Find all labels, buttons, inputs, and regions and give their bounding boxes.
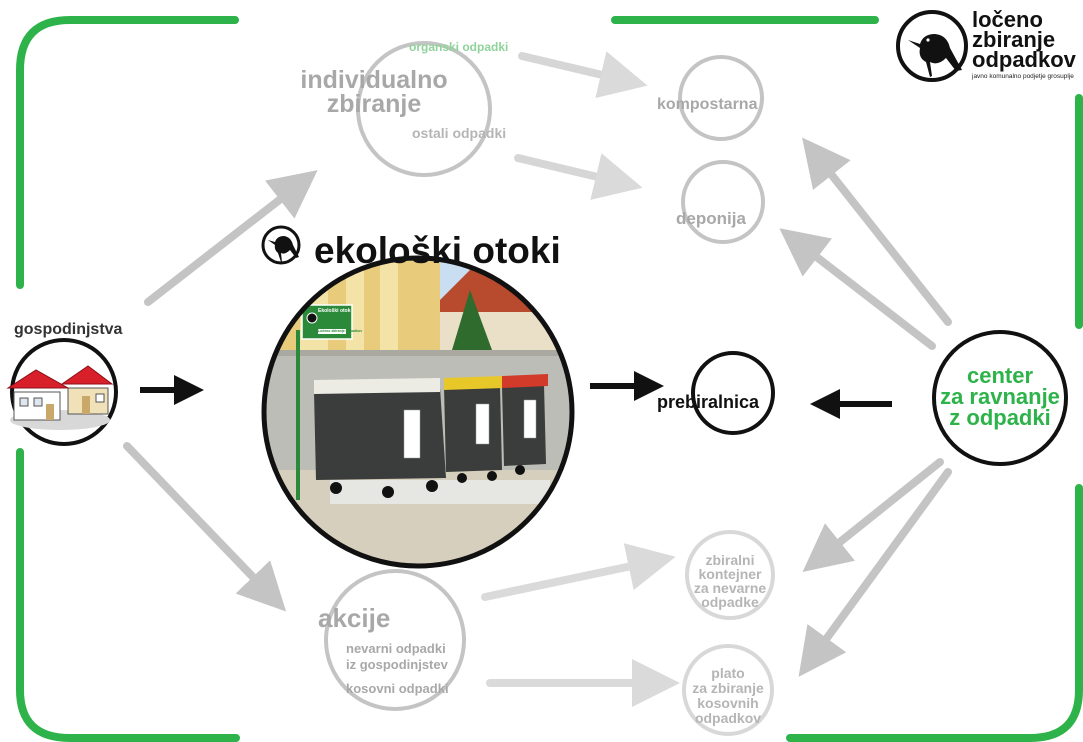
eco-photo-frame (261, 255, 575, 569)
label-bulky-plato: plato za zbiranje kosovnih odpadkov (666, 666, 790, 726)
arrow-other-to-landfill (514, 153, 643, 200)
logo-circle (896, 10, 968, 82)
label-center: center za ravnanje z odpadki (916, 363, 1083, 430)
label-hazardous-line-2: iz gospodinjstev (346, 657, 448, 672)
logo-subtitle: javno komunalno podjetje grosuplje (972, 73, 1074, 80)
label-hazard-container-line-1: zbiralni (705, 552, 755, 568)
label-landfill: deponija (676, 209, 746, 228)
green-frame (16, 16, 1083, 742)
label-compost: kompostarna (657, 96, 758, 113)
label-center-line-3: z odpadki (949, 405, 1051, 430)
label-individual: individualno zbiranje (270, 66, 478, 118)
label-bulky-waste: kosovni odpadki (346, 681, 449, 696)
logo-title-line-1: ločeno (972, 7, 1043, 32)
arrow-households-to-individual (144, 170, 318, 306)
logo-title-line-2: zbiranje (972, 27, 1056, 52)
black-arrows (140, 371, 892, 419)
node-circles (10, 10, 1068, 736)
circle-center (932, 330, 1068, 466)
label-individual-line-2: zbiranje (326, 90, 422, 118)
label-hazardous-line-1: nevarni odpadki (346, 641, 446, 656)
circle-landfill (681, 160, 765, 244)
label-households: gospodinjstva (14, 321, 123, 338)
logo-title-line-3: odpadkov (972, 47, 1076, 72)
circle-individual (356, 41, 492, 177)
circle-households (10, 338, 118, 446)
arrow-center-to-container (802, 458, 944, 572)
label-hazard-container-line-2: kontejner (698, 566, 762, 582)
houses-icon (6, 365, 114, 430)
arrow-center-to-compost (802, 137, 952, 326)
arrow-organic-to-compost (518, 51, 648, 98)
circle-compost (678, 55, 764, 141)
label-hazardous-household: nevarni odpadki iz gospodinjstev (346, 641, 448, 673)
label-hazard-container-line-3: za nevarne (693, 580, 767, 596)
label-bulky-plato-line-1: plato (711, 665, 745, 681)
eco-bird-circle (261, 225, 301, 265)
label-individual-line-1: individualno (300, 66, 448, 94)
flow-arrows (123, 51, 952, 707)
label-eco-islands: ekološki otoki (314, 230, 561, 271)
circle-actions (324, 569, 466, 711)
label-bulky-plato-line-2: za zbiranje (692, 680, 764, 696)
label-center-line-2: za ravnanje (940, 384, 1060, 409)
arrow-actions-to-container (481, 543, 676, 601)
label-center-line-1: center (966, 363, 1034, 388)
label-other-waste: ostali odpadki (412, 125, 507, 141)
circle-container (685, 530, 775, 620)
label-organic-waste: organski odpadki (409, 40, 509, 54)
label-actions: akcije (318, 603, 391, 633)
circle-plato (682, 644, 774, 736)
eco-bird-icon (268, 236, 299, 262)
photo-sign-title: Ekološki otok (318, 308, 351, 314)
label-bulky-plato-line-3: kosovnih (697, 695, 759, 711)
label-sorting: prebiralnica (657, 392, 760, 412)
label-bulky-plato-line-4: odpadkov (694, 710, 762, 726)
arrow-households-to-actions (123, 442, 287, 612)
photo-sign-subtitle: Ločeno zbiranje odpadkov (318, 329, 363, 333)
arrow-center-to-landfill (779, 228, 936, 350)
blackbird-icon (908, 34, 962, 77)
circle-sorting (691, 351, 775, 435)
label-hazard-container-line-4: odpadke (701, 594, 759, 610)
logo-title: ločeno zbiranje odpadkov (972, 7, 1076, 72)
arrow-center-to-plato (798, 468, 952, 677)
label-hazard-container: zbiralni kontejner za nevarne odpadke (668, 553, 792, 609)
